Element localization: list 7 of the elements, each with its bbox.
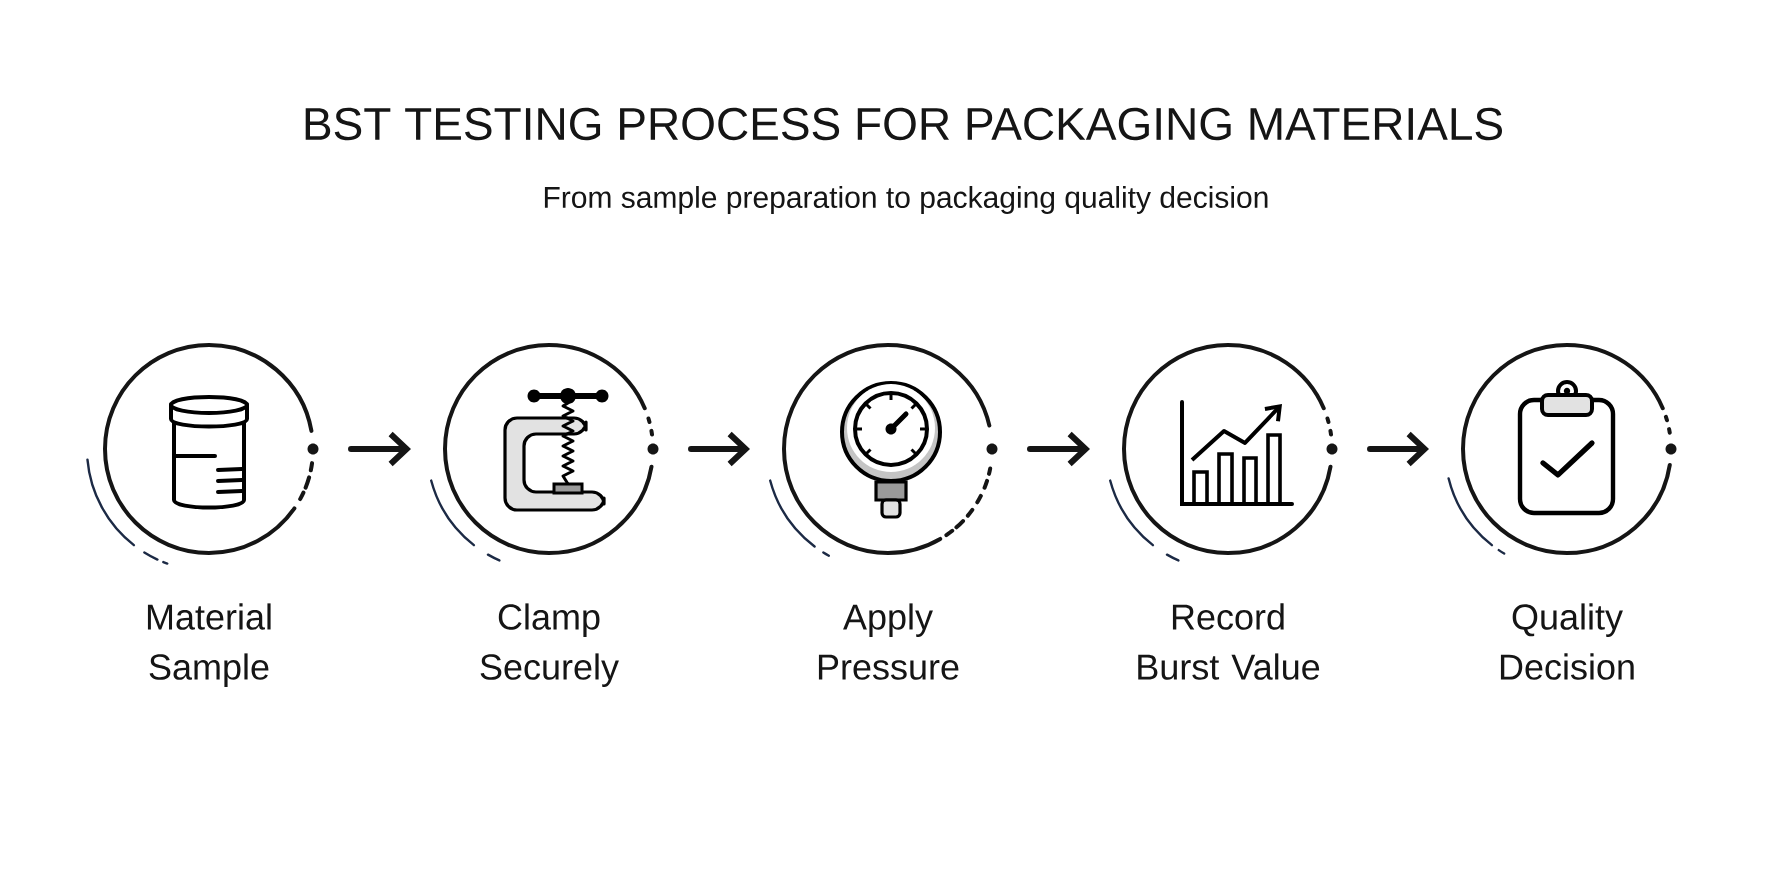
- step-label: Material Sample: [147, 603, 271, 687]
- step-label: Record Burst Value: [1138, 603, 1320, 680]
- subtitle: From sample preparation to packaging quality decision: [544, 186, 1268, 214]
- step-label: Quality Decision: [1500, 603, 1634, 680]
- step-label: Apply Pressure: [818, 603, 959, 680]
- title: BST TESTING PROCESS FOR PACKAGING MATERIALS: [305, 107, 1502, 141]
- step-label: Clamp Securely: [480, 603, 619, 687]
